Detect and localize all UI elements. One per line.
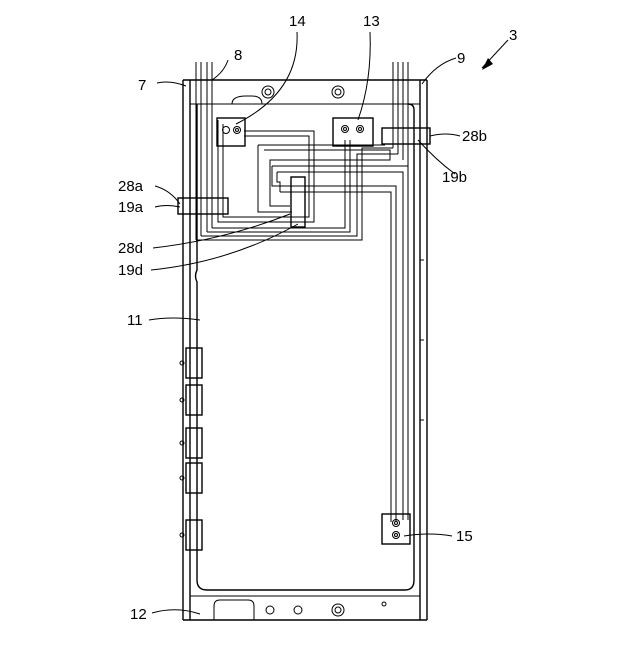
label-8: 8 [234, 47, 242, 64]
cabinet-frame [183, 80, 427, 620]
inner-panel [196, 96, 415, 590]
block-13 [333, 118, 373, 146]
label-28d: 28d [118, 240, 143, 257]
sensor-mounts [178, 128, 430, 227]
label-7: 7 [138, 77, 146, 94]
label-11: 11 [127, 312, 143, 329]
label-19b: 19b [442, 169, 467, 186]
label-15: 15 [456, 528, 473, 545]
block-14 [217, 118, 245, 146]
label-28a: 28a [118, 178, 144, 195]
label-14: 14 [289, 13, 306, 30]
bottom-plate [214, 600, 386, 620]
pipe-circuits [196, 120, 408, 522]
label-9: 9 [457, 50, 465, 67]
label-12: 12 [130, 606, 147, 623]
label-19a: 19a [118, 199, 144, 216]
label-3: 3 [509, 27, 517, 44]
label-13: 13 [363, 13, 380, 30]
ref-arrow [482, 40, 508, 70]
label-19d: 19d [118, 262, 143, 279]
label-28b: 28b [462, 128, 487, 145]
